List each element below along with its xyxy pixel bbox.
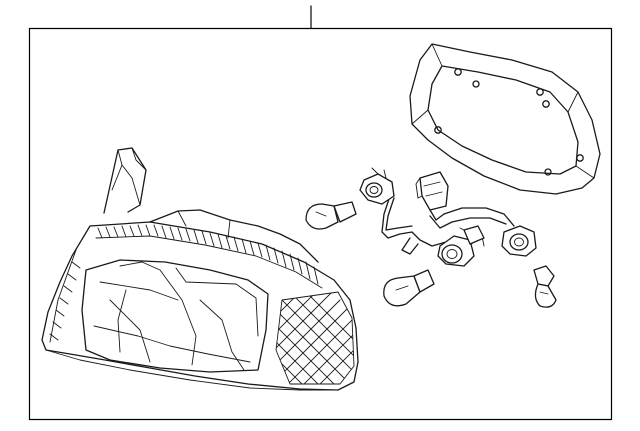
gasket-holes [435,69,583,175]
bulb-socket-center [438,226,484,266]
bulb-socket-right [502,226,536,256]
mounting-gasket [410,44,600,194]
bulb-socket-left [360,168,394,204]
wiring-harness [382,172,514,254]
tail-lamp-housing [42,148,372,422]
chevron-strip [98,225,318,284]
knurl-pattern [226,268,372,422]
diagram-frame [30,29,612,420]
side-ribs [50,250,80,342]
bulb-wedge-left [306,202,356,229]
bulb-wedge-right [534,266,556,307]
bulb-bayonet-center [384,270,434,306]
